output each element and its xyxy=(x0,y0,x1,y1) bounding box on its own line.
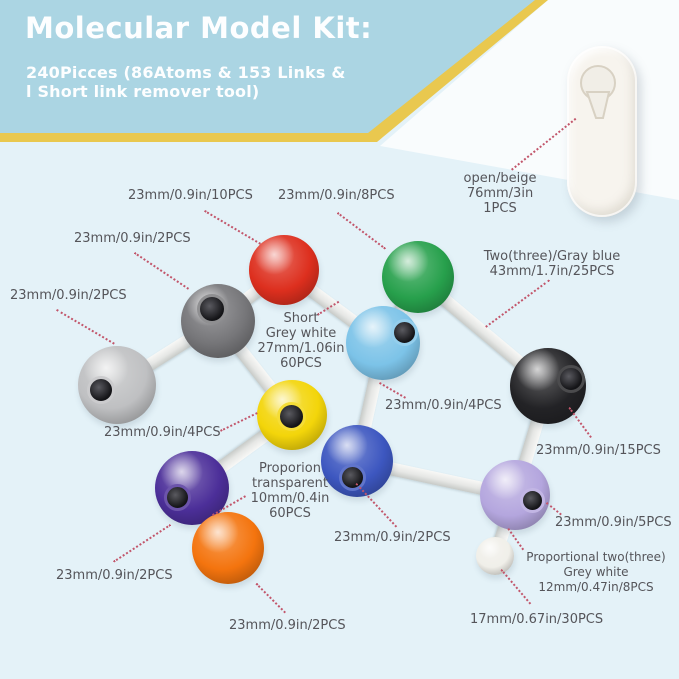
lavender-atom-hole xyxy=(519,487,545,513)
label-cyan-atom: 23mm/0.9in/4PCS xyxy=(385,398,502,413)
green-atom xyxy=(382,241,454,313)
dark-gray-atom-hole xyxy=(197,294,227,324)
label-lavender-atom: 23mm/0.9in/5PCS xyxy=(555,515,672,530)
leader-black xyxy=(568,407,592,439)
label-orange-atom: 23mm/0.9in/2PCS xyxy=(229,618,346,633)
leader-darkgray xyxy=(133,252,189,290)
leader-twothree xyxy=(484,279,550,328)
leader-lightgray xyxy=(55,309,115,345)
subtitle-line-1: 240Picces (86Atoms & 153 Links & xyxy=(26,63,346,82)
label-purple-atom: 23mm/0.9in/2PCS xyxy=(56,568,173,583)
leader-cyan xyxy=(379,382,406,399)
page-title: Molecular Model Kit: xyxy=(25,11,373,45)
label-green-atom: 23mm/0.9in/8PCS xyxy=(278,188,395,203)
purple-atom-hole xyxy=(163,483,191,511)
label-darkgray-atom: 23mm/0.9in/2PCS xyxy=(74,231,191,246)
yellow-atom-hole xyxy=(276,401,306,431)
light-blue-atom-hole xyxy=(390,318,418,346)
leader-red xyxy=(203,210,261,245)
light-gray-atom-hole xyxy=(87,376,115,404)
label-white-atom: 17mm/0.67in/30PCS xyxy=(470,612,604,627)
subtitle-line-2: l Short link remover tool) xyxy=(26,82,260,101)
label-indigo-atom: 23mm/0.9in/2PCS xyxy=(334,530,451,545)
leader-lavender xyxy=(545,502,562,516)
white-atom xyxy=(476,537,514,575)
label-black-atom: 23mm/0.9in/15PCS xyxy=(536,443,661,458)
orange-atom xyxy=(192,512,264,584)
red-atom xyxy=(249,235,319,305)
leader-green xyxy=(336,212,386,250)
black-atom-hole xyxy=(557,365,585,393)
label-yellow-atom: 23mm/0.9in/4PCS xyxy=(104,425,221,440)
leader-orange xyxy=(255,583,286,614)
page-subtitle: 240Picces (86Atoms & 153 Links & l Short… xyxy=(26,63,346,101)
keyhole-cutout-icon xyxy=(580,65,616,119)
label-lightgray-atom: 23mm/0.9in/2PCS xyxy=(10,288,127,303)
short-link-remover-tool xyxy=(567,46,637,217)
label-red-atom: 23mm/0.9in/10PCS xyxy=(128,188,253,203)
leader-purple xyxy=(113,524,172,563)
leader-yellow xyxy=(220,412,258,432)
royal-blue-atom-hole xyxy=(338,463,366,491)
